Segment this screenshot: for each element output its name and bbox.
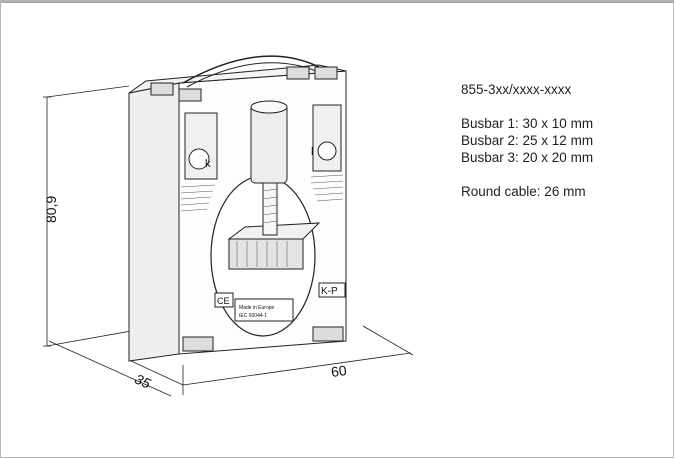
- round-cable-spec: Round cable: 26 mm: [461, 184, 586, 199]
- ce-mark: CE: [217, 296, 230, 306]
- k-p-mark: K-P: [321, 286, 338, 297]
- frame-top-bar: [1, 1, 673, 3]
- dimension-lines: [43, 85, 414, 397]
- terminal-l-mark: l: [311, 146, 313, 158]
- busbar-1-spec: Busbar 1: 30 x 10 mm: [461, 116, 594, 131]
- dimension-width-label: 60: [329, 361, 348, 381]
- busbar-3-spec: Busbar 3: 20 x 20 mm: [461, 150, 594, 165]
- spec-list: 855-3xx/xxxx-xxxx Busbar 1: 30 x 10 mm B…: [461, 81, 593, 200]
- product-code: 855-3xx/xxxx-xxxx: [461, 82, 572, 97]
- terminal-k-mark: k: [205, 158, 211, 170]
- standard-mark: IEC 60044-1: [239, 313, 267, 319]
- transformer-body: [128, 55, 347, 362]
- made-in-mark: Made in Europe: [239, 305, 275, 311]
- busbar-2-spec: Busbar 2: 25 x 12 mm: [461, 133, 594, 148]
- dimension-height-label: 80,9: [43, 195, 59, 223]
